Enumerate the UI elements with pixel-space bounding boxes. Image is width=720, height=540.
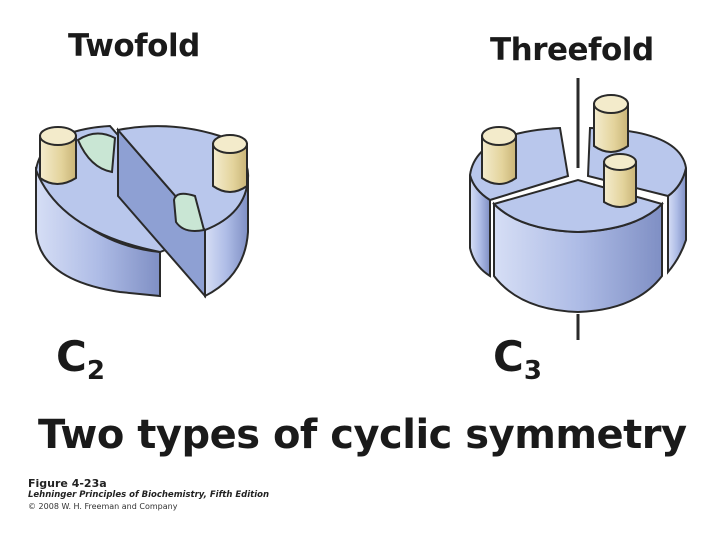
c3-letter: C bbox=[493, 332, 524, 381]
twofold-left-hole bbox=[76, 132, 117, 174]
twofold-left-peg-top bbox=[39, 126, 77, 146]
twofold-right-peg bbox=[212, 143, 248, 193]
c3-symbol: C3 bbox=[493, 332, 542, 386]
book-label: Lehninger Principles of Biochemistry, Fi… bbox=[28, 490, 270, 500]
c2-symbol: C2 bbox=[56, 332, 105, 386]
threefold-disc bbox=[468, 78, 688, 340]
copyright: © 2008 W. H. Freeman and Company bbox=[28, 502, 178, 511]
c2-letter: C bbox=[56, 332, 87, 381]
twofold-disc bbox=[34, 124, 250, 299]
twofold-right-peg-top bbox=[212, 134, 248, 154]
threefold-peg-right bbox=[603, 161, 637, 208]
threefold-peg-back bbox=[593, 103, 629, 153]
threefold-peg-left bbox=[481, 135, 517, 185]
caption: Two types of cyclic symmetry bbox=[38, 412, 687, 458]
twofold-left-peg bbox=[39, 135, 77, 185]
threefold-peg-back-top bbox=[593, 94, 629, 114]
c3-subscript: 3 bbox=[523, 356, 542, 386]
threefold-label: Threefold bbox=[490, 32, 654, 68]
c2-subscript: 2 bbox=[86, 356, 105, 386]
twofold-label: Twofold bbox=[68, 28, 200, 64]
threefold-peg-left-top bbox=[481, 126, 517, 146]
twofold-right-hole bbox=[172, 192, 206, 232]
figure-label: Figure 4-23a bbox=[28, 477, 107, 490]
threefold-peg-right-top bbox=[603, 153, 637, 171]
